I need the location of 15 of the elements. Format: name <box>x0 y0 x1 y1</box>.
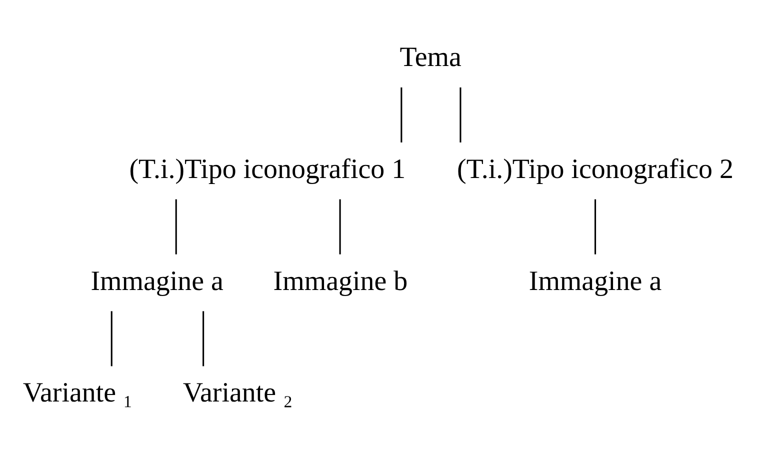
node-text: Variante ₂ <box>182 378 293 409</box>
node-text: Tema <box>400 42 462 74</box>
connector <box>594 199 596 254</box>
node-text: Immagine a <box>90 266 224 297</box>
node-text: Immagine a <box>528 266 662 297</box>
connector <box>202 311 204 366</box>
connector <box>175 199 177 254</box>
connector <box>460 87 462 142</box>
node-text: (T.i.)Tipo iconografico 1 <box>129 154 406 185</box>
node-text: (T.i.)Tipo iconografico 2 <box>457 154 734 185</box>
connector <box>400 87 402 142</box>
node-text: Variante ₁ <box>22 378 133 409</box>
node-text: Immagine b <box>273 266 408 297</box>
connector <box>110 311 112 366</box>
connector <box>339 199 341 254</box>
